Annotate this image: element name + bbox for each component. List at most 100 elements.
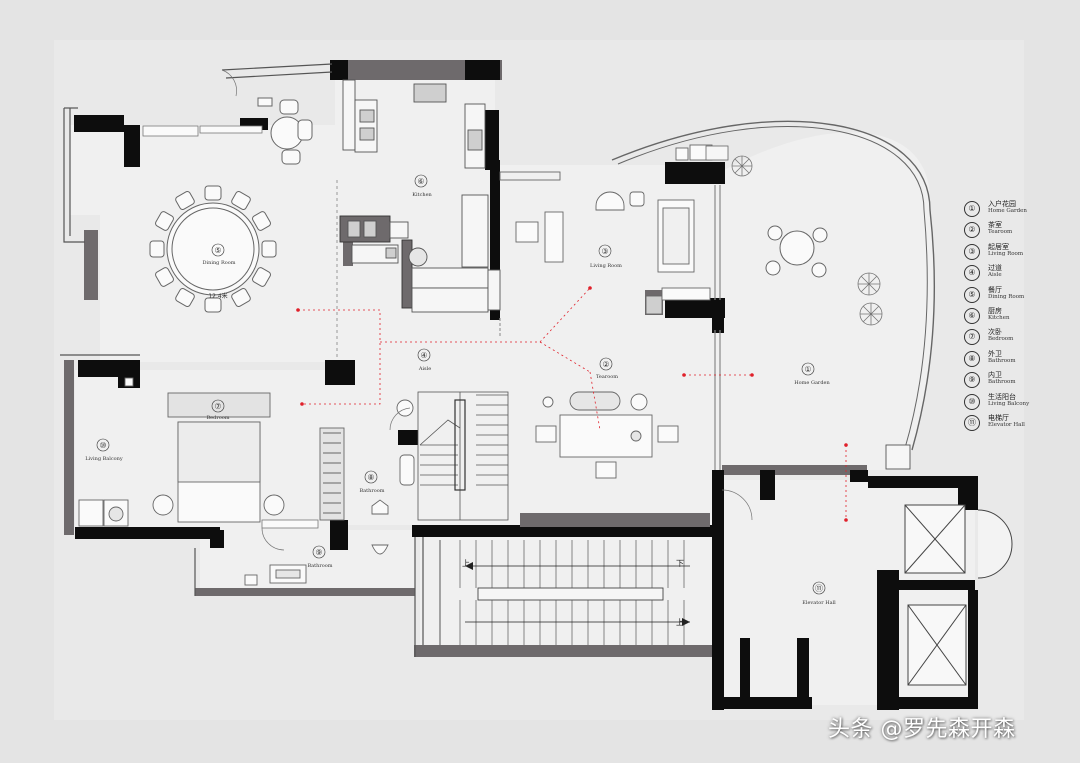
legend-cn: 内卫: [988, 371, 1002, 380]
room-tags: ① Home Garden ② Tearoom ③ Living Room ④ …: [85, 174, 836, 606]
dining-chair: [231, 191, 251, 210]
legend-en: Living Balcony: [988, 400, 1030, 407]
svg-text:Elevator Hall: Elevator Hall: [802, 600, 836, 606]
room-tag-kitchen: ⑥ Kitchen: [412, 174, 433, 198]
legend-en: Tearoom: [988, 229, 1013, 236]
garden-furniture: [765, 225, 828, 278]
room-tag-bath8: ⑧ Bathroom: [359, 470, 385, 494]
dining-chairs: [149, 185, 277, 313]
legend-cn: 生活阳台: [988, 392, 1016, 401]
garden-box: [705, 145, 729, 161]
legend-number: ⑧: [964, 350, 980, 367]
dining-chair: [155, 267, 174, 287]
legend-number: ④: [964, 265, 980, 282]
svg-text:③: ③: [601, 247, 608, 256]
legend-cn: 电梯厅: [988, 413, 1009, 422]
legend-en: Dining Room: [988, 293, 1025, 300]
svg-text:④: ④: [420, 351, 427, 360]
svg-text:②: ②: [602, 360, 609, 369]
room-tag-tearoom: ② Tearoom: [596, 357, 618, 380]
legend-en: Bedroom: [988, 336, 1014, 343]
dining-chair: [175, 288, 195, 307]
svg-text:Aisle: Aisle: [418, 366, 431, 372]
legend-en: Kitchen: [988, 314, 1010, 321]
room-tag-aisle: ④ Aisle: [417, 348, 431, 372]
svg-text:Bathroom: Bathroom: [307, 563, 332, 569]
stair-treads: [459, 540, 685, 645]
room-tag-living: ③ Living Room: [590, 244, 622, 269]
stair-up-label: 上: [462, 559, 470, 568]
legend-number: ⑦: [964, 329, 980, 346]
legend-cn: 起居室: [988, 242, 1009, 251]
watermark: 头条 @罗先森开森: [828, 717, 1016, 742]
legend-cn: 厨房: [988, 306, 1002, 315]
wall-lines: [60, 63, 935, 657]
sideboard: [142, 125, 199, 137]
svg-text:⑤: ⑤: [214, 246, 221, 255]
legend-cn: 过道: [988, 264, 1002, 273]
legend-number: ②: [964, 222, 980, 239]
svg-text:Living Balcony: Living Balcony: [85, 456, 123, 462]
bathroom-8-fixtures: [371, 399, 415, 515]
svg-text:⑥: ⑥: [417, 177, 424, 186]
dining-chair: [231, 288, 251, 307]
counter: [199, 125, 263, 134]
legend-cn: 外卫: [988, 349, 1002, 358]
legend-number: ⑩: [964, 393, 980, 410]
legend-en: Home Garden: [988, 208, 1027, 214]
svg-text:①: ①: [804, 365, 811, 374]
tea-cabinet: [520, 513, 710, 527]
legend-number: ⑪: [964, 414, 980, 431]
dining-chair: [204, 185, 222, 201]
room-tag-elevator-hall: ⑪ Elevator Hall: [802, 581, 836, 606]
svg-text:⑧: ⑧: [367, 473, 374, 482]
legend-cn: 入户花园: [988, 200, 1016, 208]
dining-chair: [149, 240, 165, 258]
balcony-table: [257, 97, 313, 165]
svg-text:⑩: ⑩: [99, 441, 106, 450]
legend-number: ⑥: [964, 307, 980, 324]
dining-chair: [261, 240, 277, 258]
dining-chair: [204, 297, 222, 313]
garden-planter: [885, 444, 911, 470]
dining-table: [149, 185, 277, 313]
table-note: 12.4米: [208, 292, 227, 300]
common-stairwell: [439, 540, 664, 645]
stair-down-label: 下: [676, 559, 684, 568]
svg-text:Living Room: Living Room: [590, 263, 622, 269]
interior-stairs: [417, 391, 509, 521]
bathroom-9-fixtures: [244, 544, 389, 586]
legend-en: Bathroom: [988, 357, 1016, 364]
legend-number: ①: [964, 201, 980, 217]
legend-en: Elevator Hall: [988, 421, 1025, 428]
arrow-head: [682, 618, 690, 626]
circulation-lines: [298, 287, 847, 520]
room-tag-bath9: ⑨ Bathroom: [307, 545, 333, 569]
room-tag-bedroom: ⑦ Bedroom: [207, 399, 230, 421]
room-tag-dining: ⑤ Dining Room: [203, 243, 236, 266]
svg-text:⑨: ⑨: [315, 548, 322, 557]
svg-text:Home Garden: Home Garden: [794, 380, 830, 386]
legend-en: Living Room: [988, 250, 1024, 257]
bath-counter: [261, 519, 319, 529]
